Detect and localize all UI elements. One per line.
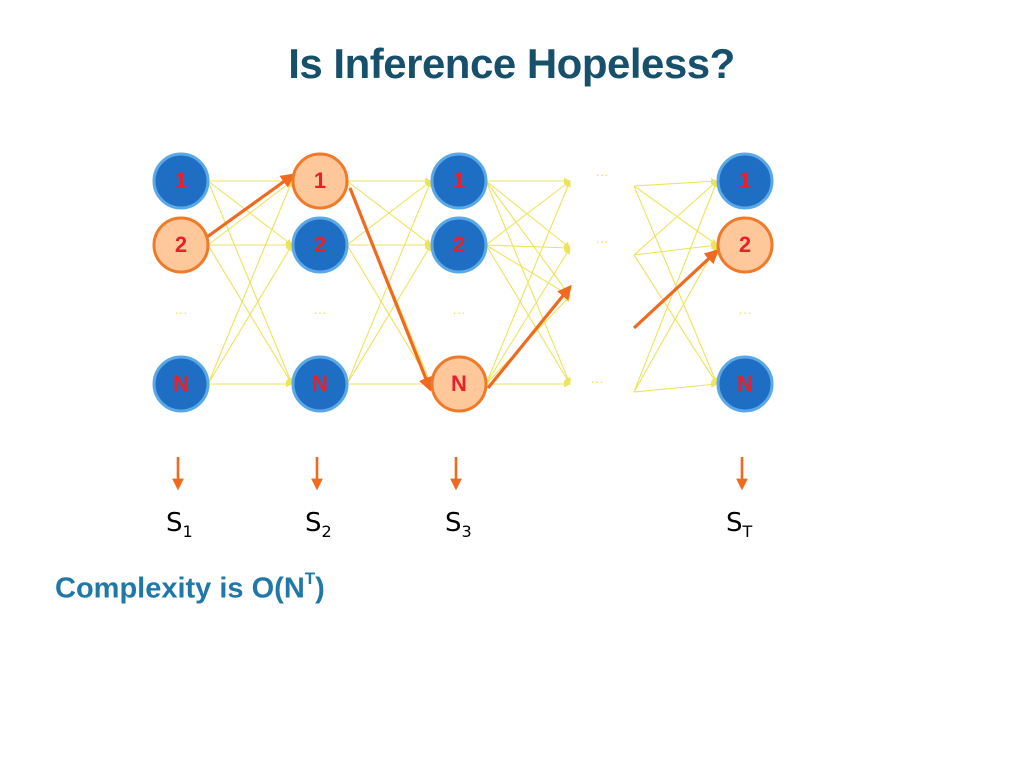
column-ellipsis-1: …	[595, 163, 609, 179]
edge-c2c3-2-1	[346, 244, 432, 385]
state-node-c2-1	[291, 152, 349, 210]
state-label-s2: S2	[305, 508, 332, 542]
edge-dots-ct-0-1	[633, 185, 718, 246]
caption-suffix: )	[315, 572, 325, 605]
edge-c3-dots-2-1	[485, 247, 571, 385]
edge-c3-dots-1-2	[485, 244, 571, 297]
caption-superscript: T	[304, 569, 316, 588]
state-node-c2-N	[291, 355, 349, 413]
edge-c1c2-1-0	[207, 180, 293, 246]
edge-c3-dots-0-2	[485, 180, 571, 297]
path-arrow-3	[486, 284, 572, 390]
path-arrow-1	[206, 173, 296, 239]
column-ellipsis-3: …	[590, 370, 604, 386]
state-node-c1-2	[152, 216, 210, 274]
edge-c3-dots-2-0	[485, 180, 571, 385]
state-node-c4-2	[716, 216, 774, 274]
edge-dots-ct-2-1	[633, 244, 718, 393]
state-node-c4-N	[716, 355, 774, 413]
edge-c1c2-2-1	[207, 244, 293, 385]
state-node-label: 1	[453, 168, 465, 193]
state-node-c3-N	[430, 355, 488, 413]
node-ellipsis: …	[313, 301, 327, 317]
column-ellipsis-2: …	[595, 230, 609, 246]
edge-c3-dots-1-0	[485, 180, 571, 246]
state-node-label: 2	[314, 232, 326, 257]
state-node-label: 2	[175, 232, 187, 257]
state-label-st: ST	[726, 508, 753, 542]
edge-c1c2-2-0	[207, 180, 293, 385]
state-node-label: N	[173, 371, 189, 396]
edge-c3-dots-1-3	[485, 244, 571, 385]
state-node-label: 1	[314, 168, 326, 193]
state-node-label: N	[737, 371, 753, 396]
edge-c3-dots-1-1	[485, 244, 571, 252]
caption-text: Complexity is O(N	[55, 572, 305, 605]
state-node-c3-2	[430, 216, 488, 274]
state-node-c4-1	[716, 152, 774, 210]
edge-dots-ct-1-1	[633, 242, 718, 256]
state-node-label: 2	[453, 232, 465, 257]
slide-title: Is Inference Hopeless?	[288, 40, 735, 87]
emission-arrows	[172, 457, 748, 491]
highlighted-path	[206, 173, 720, 392]
state-node-label: 1	[175, 168, 187, 193]
edge-dots-ct-2-0	[633, 180, 718, 393]
state-node-c3-1	[430, 152, 488, 210]
state-node-label: 1	[739, 168, 751, 193]
ellipses: … … … … … … …	[174, 163, 752, 386]
state-node-label: 2	[739, 232, 751, 257]
state-node-c2-2	[291, 216, 349, 274]
state-nodes: 1 2N 1 2N 1 2N 1 2N	[152, 152, 774, 413]
node-ellipsis: …	[174, 301, 188, 317]
edge-dots-ct-0-0	[633, 178, 718, 187]
state-node-c1-1	[152, 152, 210, 210]
edge-c2c3-1-0	[346, 180, 432, 246]
state-node-c1-N	[152, 355, 210, 413]
node-ellipsis: …	[738, 301, 752, 317]
transition-edges	[207, 177, 718, 393]
path-arrow-4	[632, 249, 720, 330]
state-node-label: N	[312, 371, 328, 396]
edge-dots-ct-1-0	[633, 180, 718, 256]
edge-c3-dots-0-1	[485, 180, 571, 249]
path-arrow-2	[348, 187, 433, 392]
state-label-s1: S1	[166, 508, 193, 542]
node-ellipsis: …	[452, 301, 466, 317]
state-node-label: N	[451, 371, 467, 396]
state-label-s3: S3	[445, 508, 472, 542]
edge-dots-ct-2-2	[633, 381, 718, 393]
complexity-caption: Complexity is O(NT)	[55, 569, 325, 606]
